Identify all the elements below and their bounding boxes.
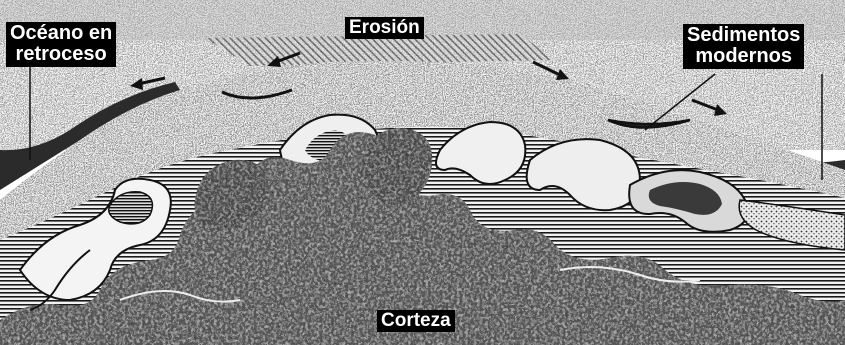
erosion-label: Erosión xyxy=(345,17,424,39)
ocean-label-line-2: retroceso xyxy=(10,44,112,65)
ocean-label-line-1: Océano en xyxy=(10,23,112,44)
crust-label: Corteza xyxy=(377,310,455,332)
ocean-retreat-label: Océano en retroceso xyxy=(6,22,116,67)
modern-sediments-label: Sedimentos modernos xyxy=(683,24,804,69)
sediments-label-line-2: modernos xyxy=(687,46,800,67)
sediments-label-line-1: Sedimentos xyxy=(687,25,800,46)
